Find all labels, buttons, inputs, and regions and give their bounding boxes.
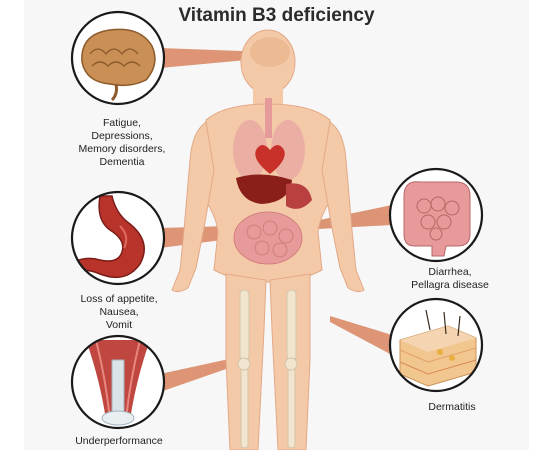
intestine-symptom-line: Pellagra disease xyxy=(411,279,489,291)
stomach-symptom-line: Nausea, xyxy=(99,306,139,318)
skin-symptoms-label: Dermatitis xyxy=(392,401,512,414)
intestine-icon xyxy=(403,181,471,257)
callout-stomach xyxy=(70,190,166,286)
brain-icon xyxy=(81,28,156,102)
callout-intestine xyxy=(388,167,484,263)
stomach-symptoms-label: Loss of appetite, Nausea, Vomit xyxy=(44,293,194,332)
pointer-brain xyxy=(160,48,268,68)
stomach-symptom-line: Vomit xyxy=(105,319,133,331)
muscle-symptoms-label: Underperformance xyxy=(44,435,194,448)
brain-symptom-line: Memory disorders, xyxy=(78,143,166,155)
brain-symptom-line: Depressions, xyxy=(91,130,153,142)
intestine-symptom-line: Diarrhea, xyxy=(428,266,472,278)
brain-symptom-line: Fatigue, xyxy=(103,117,141,129)
intestine-symptoms-label: Diarrhea, Pellagra disease xyxy=(385,266,515,292)
callout-skin xyxy=(388,297,484,393)
muscle-icon xyxy=(86,339,150,426)
callout-brain xyxy=(70,10,166,106)
brain-symptom-line: Dementia xyxy=(99,156,145,168)
pointer-skin xyxy=(330,316,392,355)
stomach-symptom-line: Loss of appetite, xyxy=(80,293,158,305)
skin-symptom-line: Dermatitis xyxy=(428,401,476,413)
skin-layers-icon xyxy=(399,309,477,387)
human-body-figure xyxy=(171,29,365,450)
callout-muscle xyxy=(70,334,166,430)
brain-symptoms-label: Fatigue, Depressions, Memory disorders, … xyxy=(52,117,192,169)
muscle-symptom-line: Underperformance xyxy=(75,435,163,447)
diagram-title: Vitamin B3 deficiency xyxy=(178,5,375,26)
